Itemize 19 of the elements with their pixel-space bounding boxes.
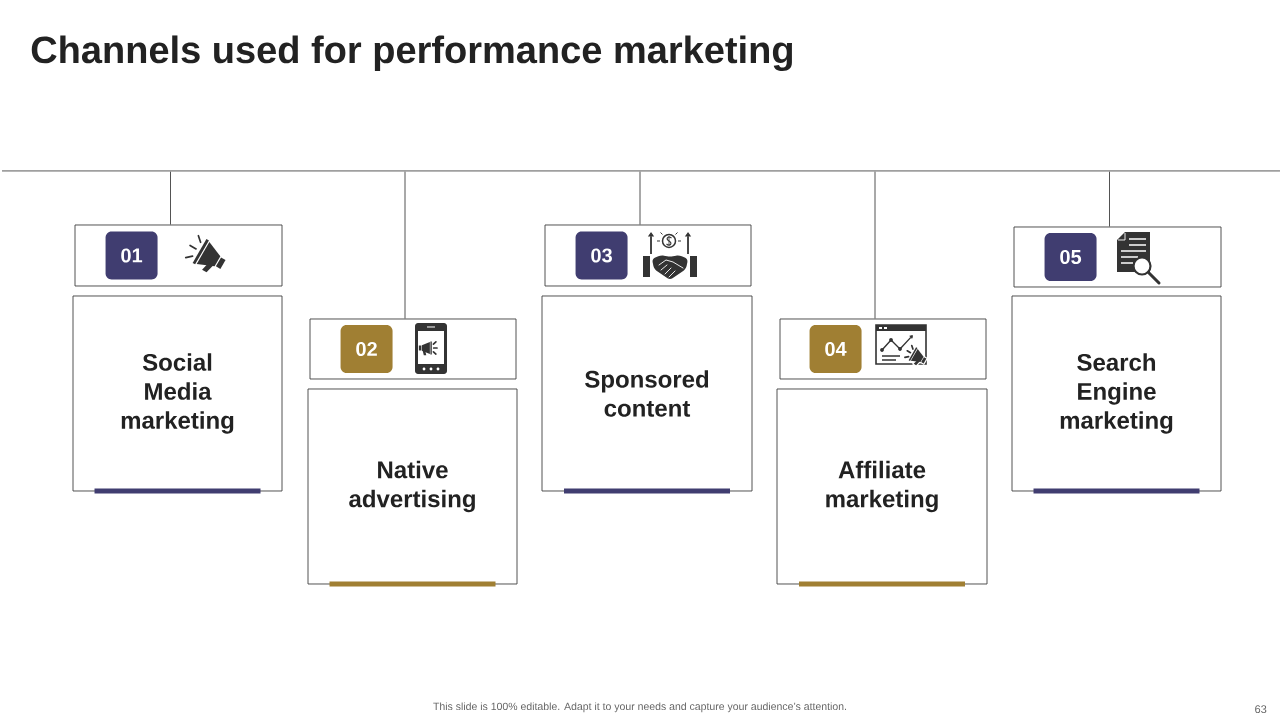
header-box (1013, 226, 1222, 288)
number-badge: 02 (340, 325, 393, 373)
number-badge: 05 (1044, 233, 1097, 281)
page-number: 63 (1255, 705, 1267, 714)
timeline-line (2, 170, 1280, 172)
connector-line (1109, 171, 1110, 227)
number-badge: 04 (809, 325, 862, 373)
connector-line (404, 171, 406, 319)
connector-line (639, 171, 641, 225)
connector-line (874, 171, 876, 319)
title: Channels used for performance marketing (31, 35, 792, 72)
connector-line (170, 171, 171, 225)
number-badge: 03 (575, 231, 628, 280)
header-box (74, 224, 283, 287)
footer-note: This slide is 100% editable. Adapt it to your needs and capture your audience’s attention. (433, 702, 846, 713)
header-box (309, 318, 517, 380)
header-box (779, 318, 987, 380)
number-badge: 01 (105, 231, 158, 280)
header-box (544, 224, 752, 287)
